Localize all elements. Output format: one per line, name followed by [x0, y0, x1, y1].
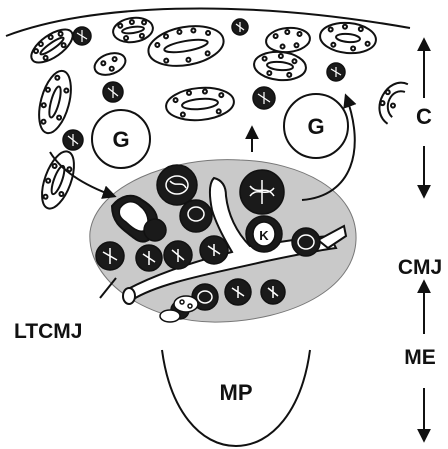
epithelial-cell: [265, 26, 311, 54]
epithelial-cell: [36, 147, 81, 212]
epithelial-cell: [253, 50, 307, 82]
epithelial-cell: [33, 67, 77, 136]
g-right-label: G: [307, 114, 324, 139]
epithelial-cell: [112, 15, 155, 44]
epithelial-cell: [165, 85, 236, 123]
epithelial-cell: [145, 21, 226, 72]
epithelial-cell: [92, 49, 129, 79]
epithelial-cell: [319, 21, 377, 56]
ltcmj-label: LTCMJ: [14, 320, 82, 343]
cmj-label: CMJ: [398, 256, 442, 279]
vessel-end: [123, 288, 135, 304]
epithelial-cell: [371, 76, 413, 124]
c-label: C: [416, 104, 432, 129]
svg-text:K: K: [259, 228, 269, 243]
epithelial-cell: [26, 23, 78, 69]
me-label: ME: [404, 346, 436, 369]
g-left-label: G: [112, 127, 129, 152]
mp-label: MP: [220, 380, 253, 405]
ltcmj-pointer: [100, 278, 116, 298]
